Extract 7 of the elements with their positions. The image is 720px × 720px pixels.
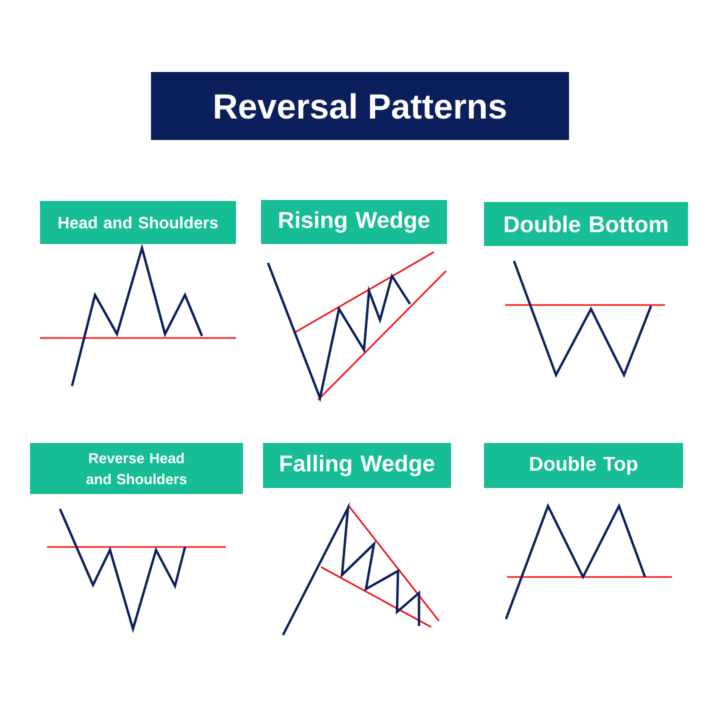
title-banner: Reversal Patterns	[151, 72, 569, 140]
label-box: Head and Shoulders	[40, 201, 236, 244]
label-box: Double Bottom	[484, 202, 688, 246]
label-box: Double Top	[484, 443, 684, 488]
label-box: Rising Wedge	[261, 200, 447, 244]
label-box: Reverse Head and Shoulders	[30, 443, 243, 494]
label-box: Falling Wedge	[263, 443, 451, 488]
